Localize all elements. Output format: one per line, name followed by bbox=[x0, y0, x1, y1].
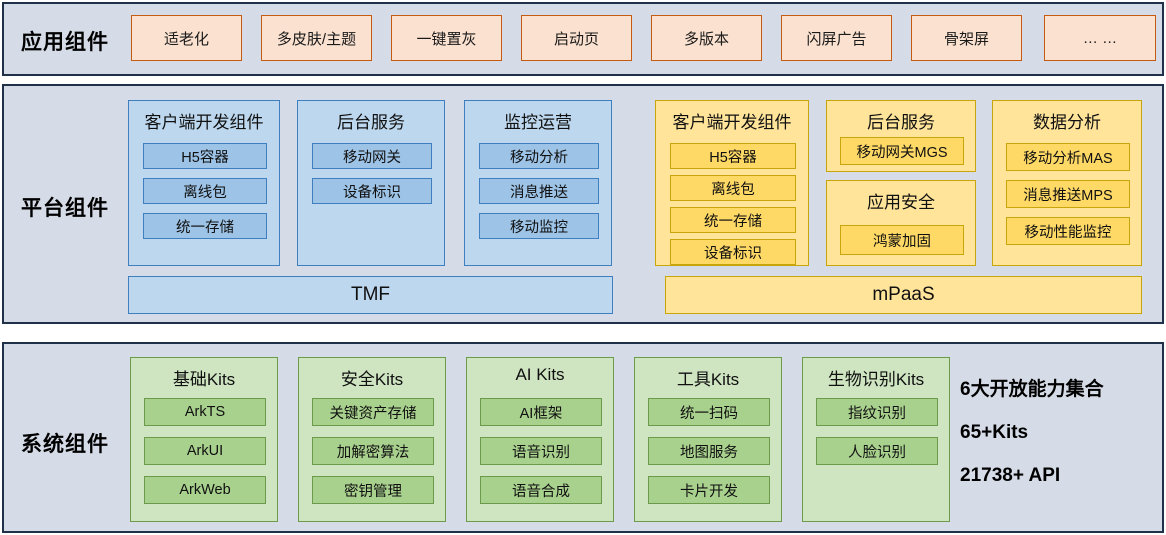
system-group-5: 生物识别Kits 指纹识别人脸识别 bbox=[802, 357, 950, 522]
system-item[interactable]: 地图服务 bbox=[648, 437, 770, 465]
system-group-4: 工具Kits 统一扫码地图服务卡片开发 bbox=[634, 357, 782, 522]
system-item[interactable]: 语音识别 bbox=[480, 437, 602, 465]
row-label-app: 应用组件 bbox=[21, 31, 109, 54]
mpaas-group-1: 客户端开发组件 H5容器离线包统一存储设备标识 bbox=[655, 100, 809, 266]
app-component-chip-3[interactable]: 一键置灰 bbox=[391, 15, 502, 61]
stat-line-3: 21738+ API bbox=[960, 465, 1061, 486]
system-item[interactable]: 人脸识别 bbox=[816, 437, 938, 465]
mpaas-item[interactable]: 消息推送MPS bbox=[1006, 180, 1130, 208]
mpaas-group-title: 应用安全 bbox=[867, 193, 935, 212]
mpaas-group-title: 后台服务 bbox=[867, 113, 935, 132]
system-item[interactable]: 语音合成 bbox=[480, 476, 602, 504]
app-component-chip-4[interactable]: 启动页 bbox=[521, 15, 632, 61]
tmf-item[interactable]: 消息推送 bbox=[479, 178, 599, 204]
app-component-chip-2[interactable]: 多皮肤/主题 bbox=[261, 15, 372, 61]
tmf-item[interactable]: 移动监控 bbox=[479, 213, 599, 239]
mpaas-item[interactable]: 移动性能监控 bbox=[1006, 217, 1130, 245]
app-component-chip-6[interactable]: 闪屏广告 bbox=[781, 15, 892, 61]
tmf-group-title: 客户端开发组件 bbox=[144, 113, 264, 132]
system-group-title: 基础Kits bbox=[172, 370, 236, 389]
system-group-title: 生物识别Kits bbox=[827, 370, 925, 389]
app-component-chip-7[interactable]: 骨架屏 bbox=[911, 15, 1022, 61]
system-item[interactable]: 密钥管理 bbox=[312, 476, 434, 504]
mpaas-group-2: 后台服务移动网关MGS bbox=[826, 100, 976, 172]
tmf-group-title: 监控运营 bbox=[504, 113, 572, 132]
stat-line-1: 6大开放能力集合 bbox=[960, 379, 1104, 400]
mpaas-group-title: 客户端开发组件 bbox=[672, 113, 792, 132]
system-group-2: 安全Kits 关键资产存储加解密算法密钥管理 bbox=[298, 357, 446, 522]
system-group-title: 安全Kits bbox=[340, 370, 404, 389]
row-label-system: 系统组件 bbox=[21, 433, 109, 456]
system-item[interactable]: ArkTS bbox=[144, 398, 266, 426]
app-component-chip-5[interactable]: 多版本 bbox=[651, 15, 762, 61]
tmf-bar[interactable]: TMF bbox=[128, 276, 613, 314]
mpaas-item[interactable]: 鸿蒙加固 bbox=[840, 225, 964, 255]
row-label-platform: 平台组件 bbox=[21, 197, 109, 220]
mpaas-item[interactable]: H5容器 bbox=[670, 143, 796, 169]
tmf-item[interactable]: H5容器 bbox=[143, 143, 267, 169]
tmf-item[interactable]: 移动分析 bbox=[479, 143, 599, 169]
mpaas-item[interactable]: 离线包 bbox=[670, 175, 796, 201]
system-item[interactable]: ArkWeb bbox=[144, 476, 266, 504]
system-item[interactable]: 卡片开发 bbox=[648, 476, 770, 504]
mpaas-item[interactable]: 设备标识 bbox=[670, 239, 796, 265]
mpaas-item[interactable]: 统一存储 bbox=[670, 207, 796, 233]
mpaas-item[interactable]: 移动网关MGS bbox=[840, 137, 964, 165]
system-item[interactable]: 关键资产存储 bbox=[312, 398, 434, 426]
system-item[interactable]: AI框架 bbox=[480, 398, 602, 426]
tmf-group-3: 监控运营移动分析消息推送移动监控 bbox=[464, 100, 612, 266]
mpaas-item[interactable]: 移动分析MAS bbox=[1006, 143, 1130, 171]
tmf-item[interactable]: 移动网关 bbox=[312, 143, 432, 169]
tmf-group-2: 后台服务移动网关设备标识 bbox=[297, 100, 445, 266]
mpaas-bar[interactable]: mPaaS bbox=[665, 276, 1142, 314]
tmf-item[interactable]: 统一存储 bbox=[143, 213, 267, 239]
system-item[interactable]: 统一扫码 bbox=[648, 398, 770, 426]
system-item[interactable]: 加解密算法 bbox=[312, 437, 434, 465]
stat-line-2: 65+Kits bbox=[960, 422, 1029, 443]
mpaas-group-3: 应用安全鸿蒙加固 bbox=[826, 180, 976, 266]
system-item[interactable]: ArkUI bbox=[144, 437, 266, 465]
tmf-item[interactable]: 设备标识 bbox=[312, 178, 432, 204]
app-component-chip-1[interactable]: 适老化 bbox=[131, 15, 242, 61]
app-component-chip-8[interactable]: … … bbox=[1044, 15, 1156, 61]
tmf-group-title: 后台服务 bbox=[337, 113, 405, 132]
system-item[interactable]: 指纹识别 bbox=[816, 398, 938, 426]
capability-stats: 6大开放能力集合 65+Kits 21738+ API bbox=[960, 374, 1156, 508]
system-group-title: 工具Kits bbox=[676, 370, 740, 389]
system-group-title: AI Kits bbox=[515, 365, 565, 384]
tmf-group-1: 客户端开发组件 H5容器离线包统一存储 bbox=[128, 100, 280, 266]
mpaas-group-4: 数据分析移动分析MAS 消息推送MPS 移动性能监控 bbox=[992, 100, 1142, 266]
tmf-item[interactable]: 离线包 bbox=[143, 178, 267, 204]
mpaas-group-title: 数据分析 bbox=[1033, 113, 1101, 132]
